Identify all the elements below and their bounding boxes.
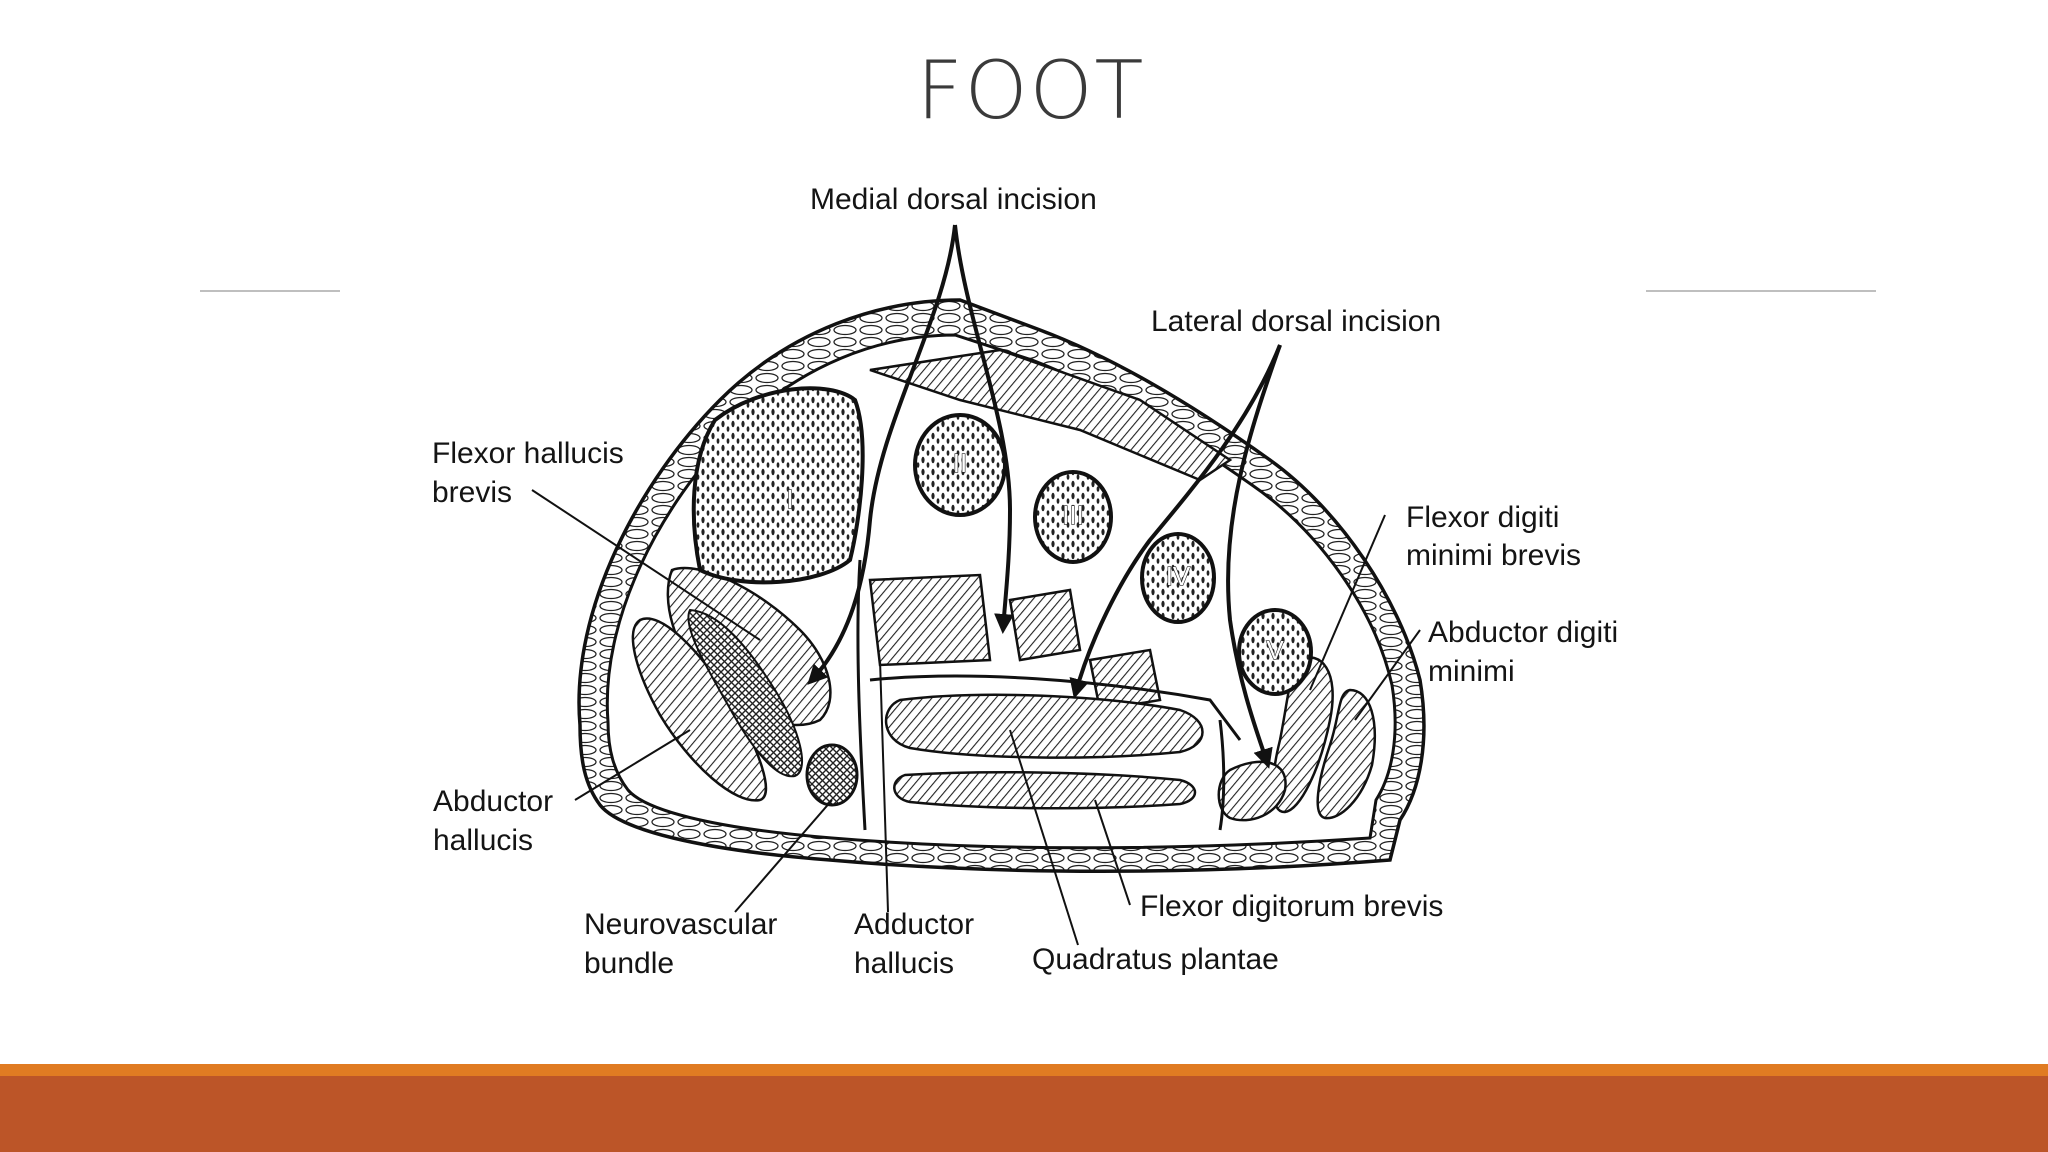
metatarsal-IV — [1140, 532, 1216, 624]
label-abductor-digiti-minimi-line1: Abductor digiti — [1428, 616, 1618, 649]
leader-abductor-hallucis — [574, 729, 691, 801]
leader-flexor-digiti-minimi-brevis — [1309, 514, 1386, 691]
abductor-hallucis-muscle-medial — [687, 608, 803, 778]
label-flexor-hallucis-brevis-line2: brevis — [432, 476, 512, 509]
fascial-septum-lateral — [1218, 719, 1226, 831]
label-flexor-digiti-minimi-brevis-line2: minimi brevis — [1406, 539, 1581, 572]
label-abductor-hallucis-line2: hallucis — [433, 824, 533, 857]
label-quadratus-plantae: Quadratus plantae — [1032, 943, 1279, 976]
metatarsal-V — [1237, 608, 1313, 696]
metatarsal-III-label: III — [1062, 500, 1084, 530]
label-adductor-hallucis-line2: hallucis — [854, 947, 954, 980]
dorsal-muscle-band — [869, 348, 1233, 482]
quadratus-plantae-muscle — [893, 771, 1197, 810]
neurovascular-bundle — [805, 743, 859, 807]
leader-quadratus-plantae — [1009, 729, 1079, 946]
abductor-digiti-minimi-muscle — [1316, 688, 1376, 820]
metatarsal-II-label: II — [953, 448, 967, 478]
label-flexor-hallucis-brevis-line1: Flexor hallucis — [432, 437, 624, 470]
metatarsal-I — [691, 386, 865, 585]
label-neurovascular-bundle-line2: bundle — [584, 947, 674, 980]
label-medial-dorsal-incision: Medial dorsal incision — [810, 183, 1097, 216]
leader-flexor-hallucis-brevis — [531, 489, 761, 641]
lateral-incision-arrow-2 — [1226, 344, 1282, 769]
metatarsal-III — [1033, 470, 1113, 564]
medial-incision-arrow-2 — [953, 224, 1015, 634]
label-adductor-hallucis-line1: Adductor — [854, 908, 974, 941]
metatarsal-I-label: I — [786, 484, 793, 514]
interosseous-muscle-3 — [1088, 648, 1162, 712]
interosseous-muscle-2 — [1008, 588, 1082, 662]
leader-neurovascular-bundle — [734, 799, 833, 913]
fascial-septum-central — [869, 674, 1242, 741]
leader-flexor-digitorum-brevis — [1094, 799, 1131, 906]
label-abductor-digiti-minimi-line2: minimi — [1428, 655, 1515, 688]
leader-adductor-hallucis — [879, 659, 889, 913]
title-rule-right — [1646, 290, 1876, 292]
label-abductor-hallucis-line1: Abductor — [433, 785, 553, 818]
medial-incision-arrow-1 — [807, 224, 957, 685]
lateral-incision-arrow-1 — [1069, 344, 1282, 699]
metatarsal-IV-label: IV — [1166, 561, 1191, 591]
title-rule-left — [200, 290, 340, 292]
footer-accent-bar — [0, 1064, 2048, 1076]
metatarsal-V-label: V — [1266, 635, 1284, 665]
leader-abductor-digiti-minimi — [1354, 629, 1421, 721]
label-flexor-digiti-minimi-brevis-line1: Flexor digiti — [1406, 501, 1559, 534]
slide-title: FOOT — [916, 44, 1146, 137]
abductor-hallucis-muscle — [631, 617, 768, 802]
footer-bar — [0, 1076, 2048, 1152]
flexor-digiti-minimi-brevis-muscle — [1271, 656, 1334, 814]
label-neurovascular-bundle-line1: Neurovascular — [584, 908, 777, 941]
label-lateral-dorsal-incision: Lateral dorsal incision — [1151, 305, 1441, 338]
label-flexor-digitorum-brevis: Flexor digitorum brevis — [1140, 890, 1443, 923]
adductor-hallucis-muscle — [868, 573, 992, 667]
flexor-digitorum-brevis-muscle — [884, 693, 1204, 759]
